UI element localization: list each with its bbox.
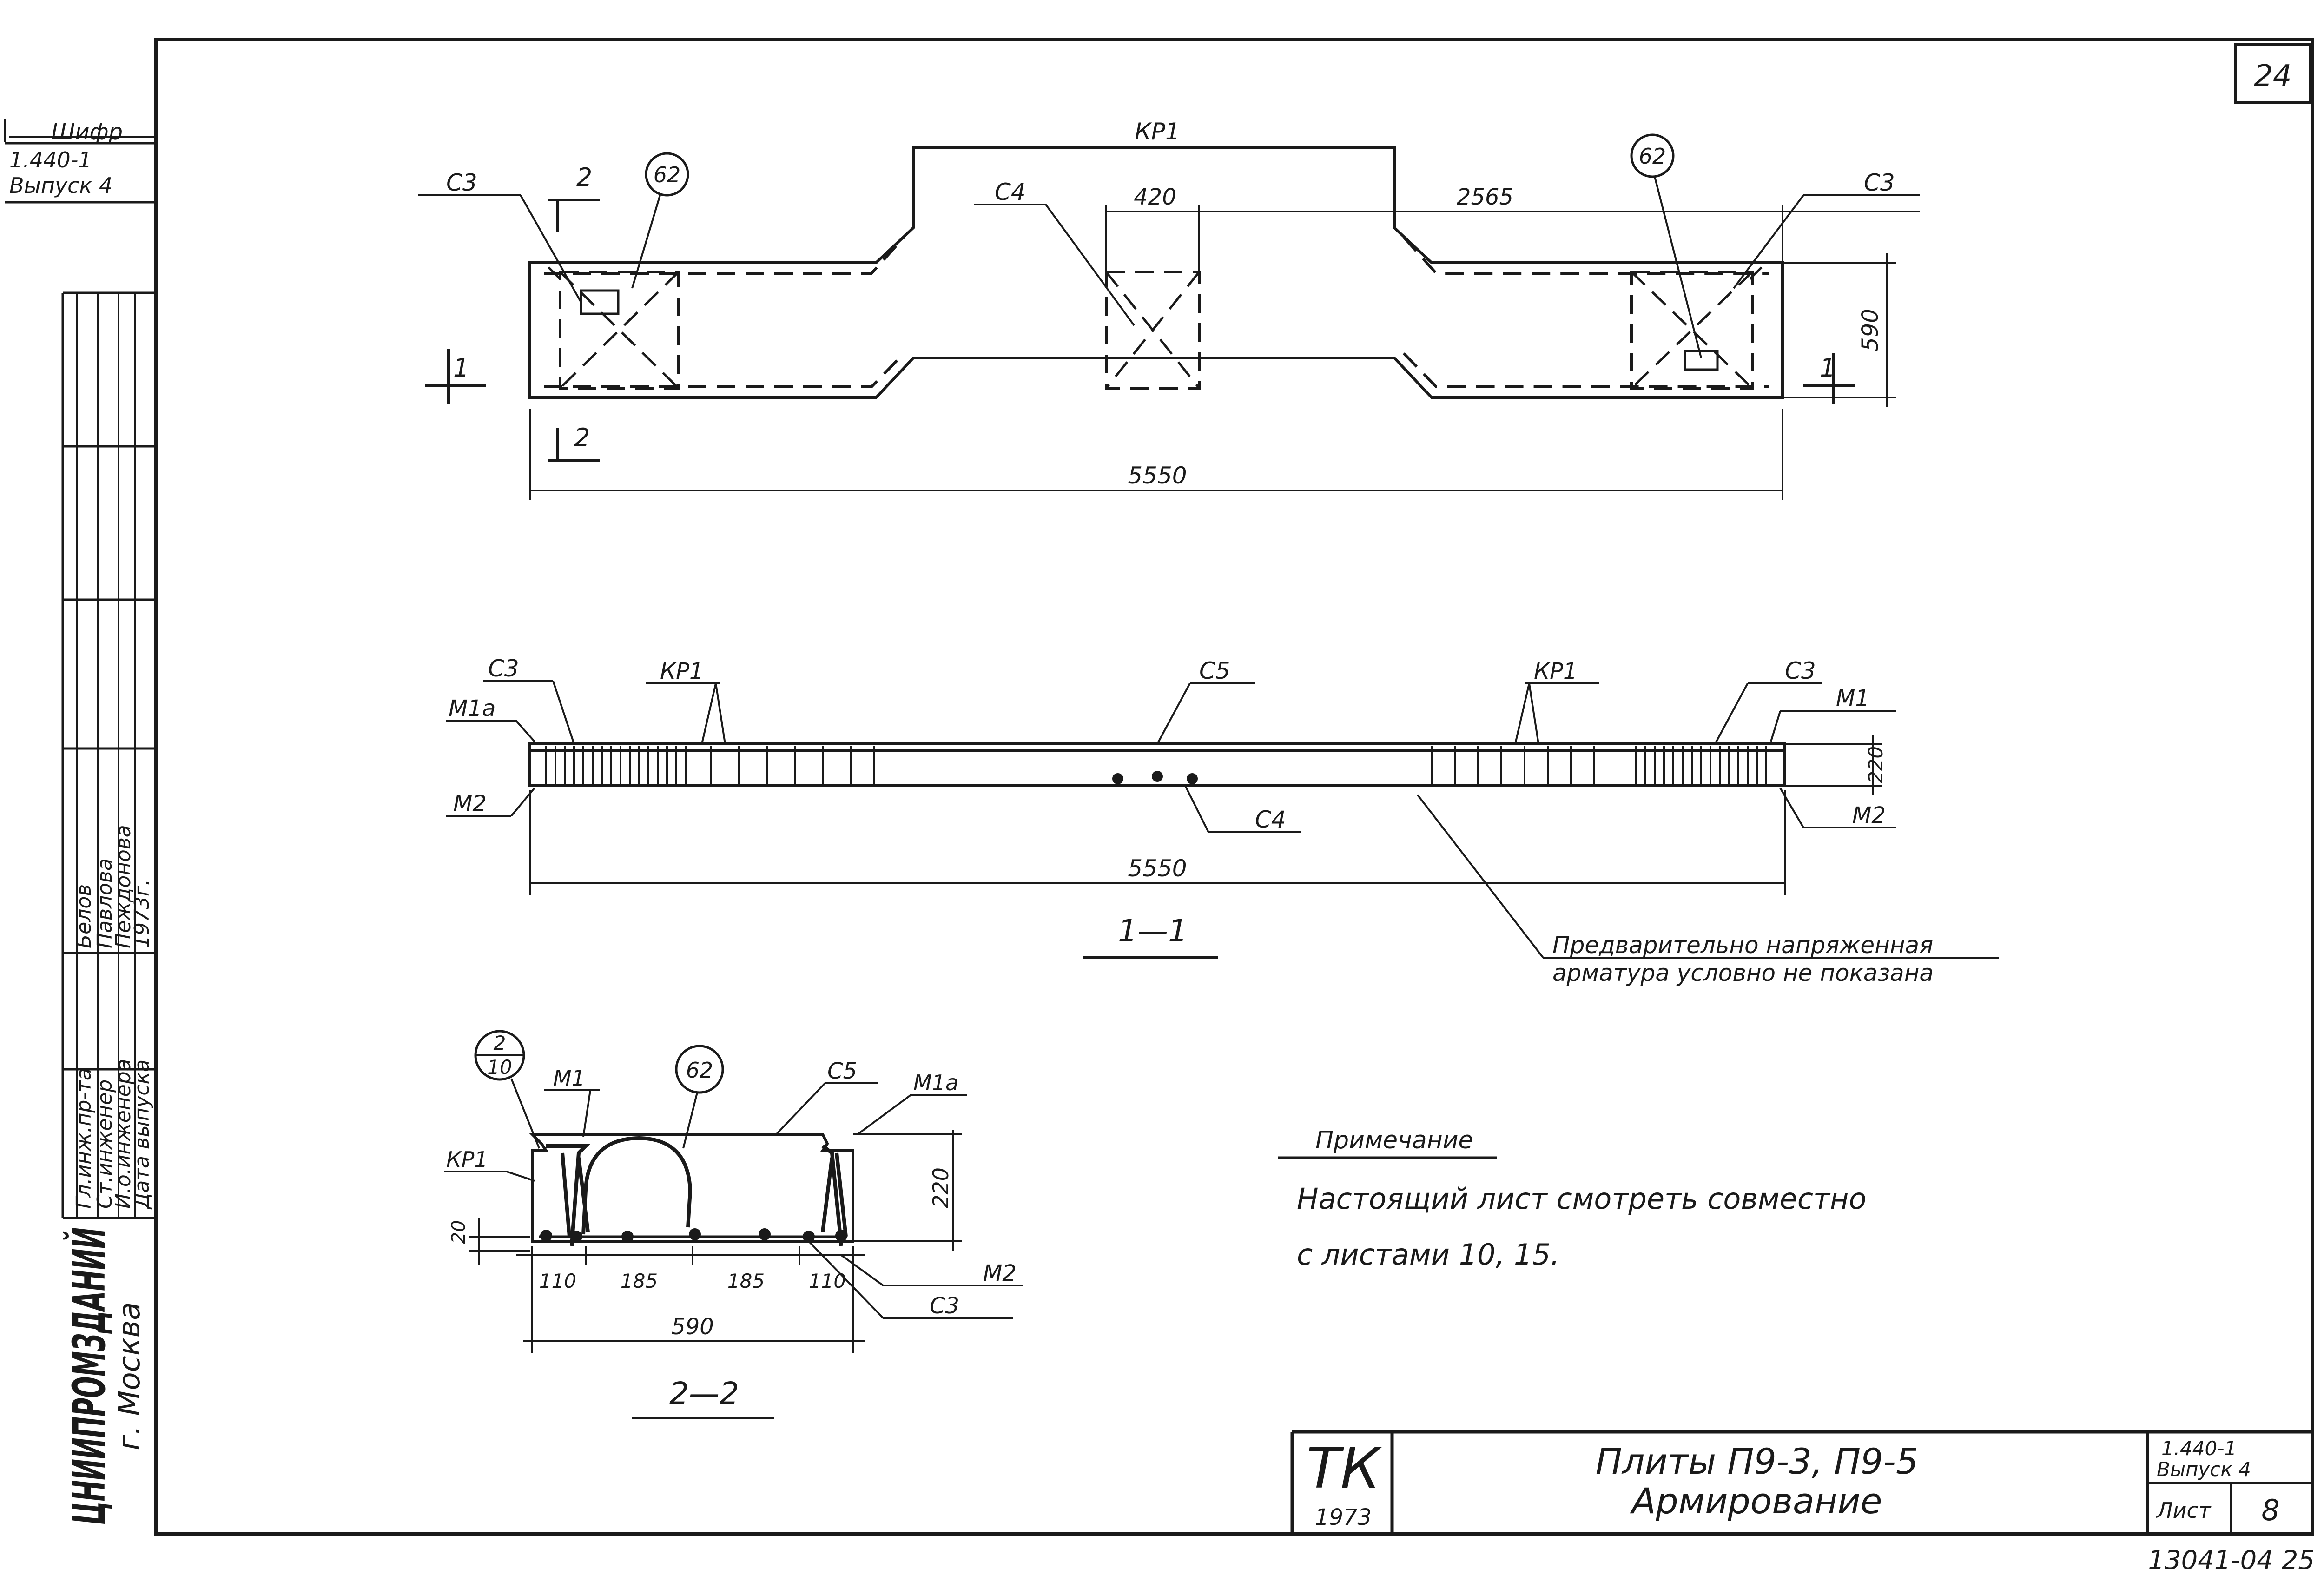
name-3: Пеждонова xyxy=(112,825,135,948)
s11-dim-5550: 5550 xyxy=(1128,855,1187,882)
bar-2-2 xyxy=(570,1231,582,1243)
bar-2-7 xyxy=(835,1230,847,1242)
s11-dim-220: 220 xyxy=(1864,746,1887,783)
s11-label-c4: С4 xyxy=(1255,806,1286,833)
tb-title-2: Армирование xyxy=(1630,1480,1882,1522)
plan-label-c3-left: С3 xyxy=(446,169,477,196)
plan-callout-62-left: 62 xyxy=(654,162,681,187)
s11-label-c3-left: С3 xyxy=(488,655,519,682)
tb-title-1: Плиты П9-3, П9-5 xyxy=(1596,1441,1918,1482)
staff-block: Гл.инж.пр-та Белов Ст.инженер Павлова И.… xyxy=(61,291,156,1219)
role-1: Гл.инж.пр-та xyxy=(72,1068,96,1209)
s11-label-m1: М1 xyxy=(1836,685,1869,711)
s11-note-line2: арматура условно не показана xyxy=(1552,960,1934,987)
tb-year: 1973 xyxy=(1315,1504,1372,1530)
note-block: Примечание Настоящий лист смотреть совме… xyxy=(1278,1126,1867,1271)
s22-dim-20: 20 xyxy=(448,1220,469,1244)
page-number: 24 xyxy=(2254,59,2291,93)
s22-dim-185-right: 185 xyxy=(727,1270,765,1292)
plan-callout-62-right: 62 xyxy=(1639,144,1666,169)
plan-dim-2565: 2565 xyxy=(1457,184,1513,210)
s22-dim-110-right: 110 xyxy=(809,1270,846,1292)
s11-label-kr1-right: КР1 xyxy=(1534,658,1578,684)
bar-2-3 xyxy=(621,1231,634,1243)
s22-title: 2—2 xyxy=(669,1376,739,1411)
page-number-box xyxy=(2234,43,2311,104)
cipher-block: Шифр 1.440-1 Выпуск 4 xyxy=(4,119,156,204)
s22-label-c5: С5 xyxy=(827,1058,857,1084)
s22-callout-top: 2 xyxy=(494,1032,506,1054)
plan-dim-5550: 5550 xyxy=(1128,462,1187,489)
sheet-frame xyxy=(154,38,2314,1536)
bar-2-5 xyxy=(759,1228,771,1240)
tb-sheet-label: Лист xyxy=(2156,1498,2212,1523)
s22-dim-590: 590 xyxy=(671,1314,714,1340)
org-city: г. Москва xyxy=(112,1302,147,1450)
rebar-right xyxy=(1431,746,1767,786)
organisation: ЦНИИПРОМЗДАНИЙ г. Москва xyxy=(63,1227,147,1525)
name-4: 1973г. xyxy=(130,879,154,948)
s22-label-m1a: М1а xyxy=(913,1070,958,1095)
s11-label-m1a: М1а xyxy=(449,695,495,722)
tb-series: 1.440-1 xyxy=(2161,1437,2237,1460)
s11-note-line1: Предварительно напряженная xyxy=(1552,932,1933,959)
plan-cut-2-top: 2 xyxy=(576,163,592,192)
s11-label-m2-left: М2 xyxy=(453,791,487,817)
s22-dim-110-left: 110 xyxy=(539,1270,576,1292)
s22-label-kr1: КР1 xyxy=(446,1147,488,1172)
plan-label-kr1: КР1 xyxy=(1135,118,1180,145)
plan-cut-1-right: 1 xyxy=(1820,353,1835,383)
bar-2-1 xyxy=(540,1230,552,1242)
tb-issue: Выпуск 4 xyxy=(2157,1458,2251,1481)
plan-dim-420: 420 xyxy=(1134,184,1176,210)
name-2: Павлова xyxy=(93,858,117,948)
s11-label-m2-right: М2 xyxy=(1852,802,1886,828)
s22-label-c3: С3 xyxy=(930,1293,959,1319)
role-4: Дата выпуска xyxy=(130,1059,154,1210)
c4-bar-3 xyxy=(1187,773,1198,784)
plan-label-c4: С4 xyxy=(995,179,1026,205)
s11-label-kr1-left: КР1 xyxy=(660,658,704,684)
s22-callout-bottom: 10 xyxy=(487,1056,512,1079)
role-2: Ст.инженер xyxy=(93,1079,117,1209)
plan-dim-590: 590 xyxy=(1857,309,1883,351)
note-line2: с листами 10, 15. xyxy=(1297,1238,1560,1271)
title-block: ТК 1973 Плиты П9-3, П9-5 Армирование 1.4… xyxy=(1290,1430,2312,1534)
s11-label-c3-right: С3 xyxy=(1785,657,1816,684)
bar-2-6 xyxy=(803,1231,815,1243)
section-2-2: 2 10 62 М1 С5 М1а КР1 М2 С3 220 xyxy=(444,1030,1023,1419)
note-line1: Настоящий лист смотреть совместно xyxy=(1297,1182,1867,1216)
tb-sheet-number: 8 xyxy=(2261,1493,2279,1527)
plan-cut-1-left: 1 xyxy=(453,353,469,383)
org-name: ЦНИИПРОМЗДАНИЙ xyxy=(63,1227,115,1525)
section-1-1: 5550 220 С3 КР1 С5 КР1 С3 М1а М1 М2 xyxy=(446,655,1999,987)
note-title: Примечание xyxy=(1315,1126,1473,1154)
s22-label-m2: М2 xyxy=(983,1260,1017,1286)
s11-label-c5: С5 xyxy=(1199,657,1230,684)
s11-title: 1—1 xyxy=(1118,913,1188,949)
plan-view: 420 2565 590 5550 КР1 С3 С4 С3 62 62 2 2… xyxy=(418,118,1920,500)
name-1: Белов xyxy=(72,884,96,948)
bar-2-4 xyxy=(689,1228,701,1240)
c4-bar-2 xyxy=(1152,771,1163,782)
plan-label-c3-right: С3 xyxy=(1864,169,1895,196)
cipher-label: Шифр xyxy=(51,119,123,145)
role-3: И.о.инженера xyxy=(112,1059,135,1209)
rebar-left xyxy=(545,746,875,786)
plan-cut-2-bottom: 2 xyxy=(574,423,590,452)
cipher-series: 1.440-1 xyxy=(9,147,92,172)
s22-callout-62: 62 xyxy=(686,1058,713,1083)
bottom-code: 13041-04 25 xyxy=(2148,1545,2315,1576)
s22-label-m1: М1 xyxy=(553,1066,585,1091)
s22-dim-220: 220 xyxy=(928,1167,953,1208)
s22-dim-185-left: 185 xyxy=(621,1270,658,1292)
c4-bar-1 xyxy=(1112,773,1123,784)
cipher-issue: Выпуск 4 xyxy=(9,173,112,198)
tb-stamp: ТК xyxy=(1307,1437,1382,1501)
